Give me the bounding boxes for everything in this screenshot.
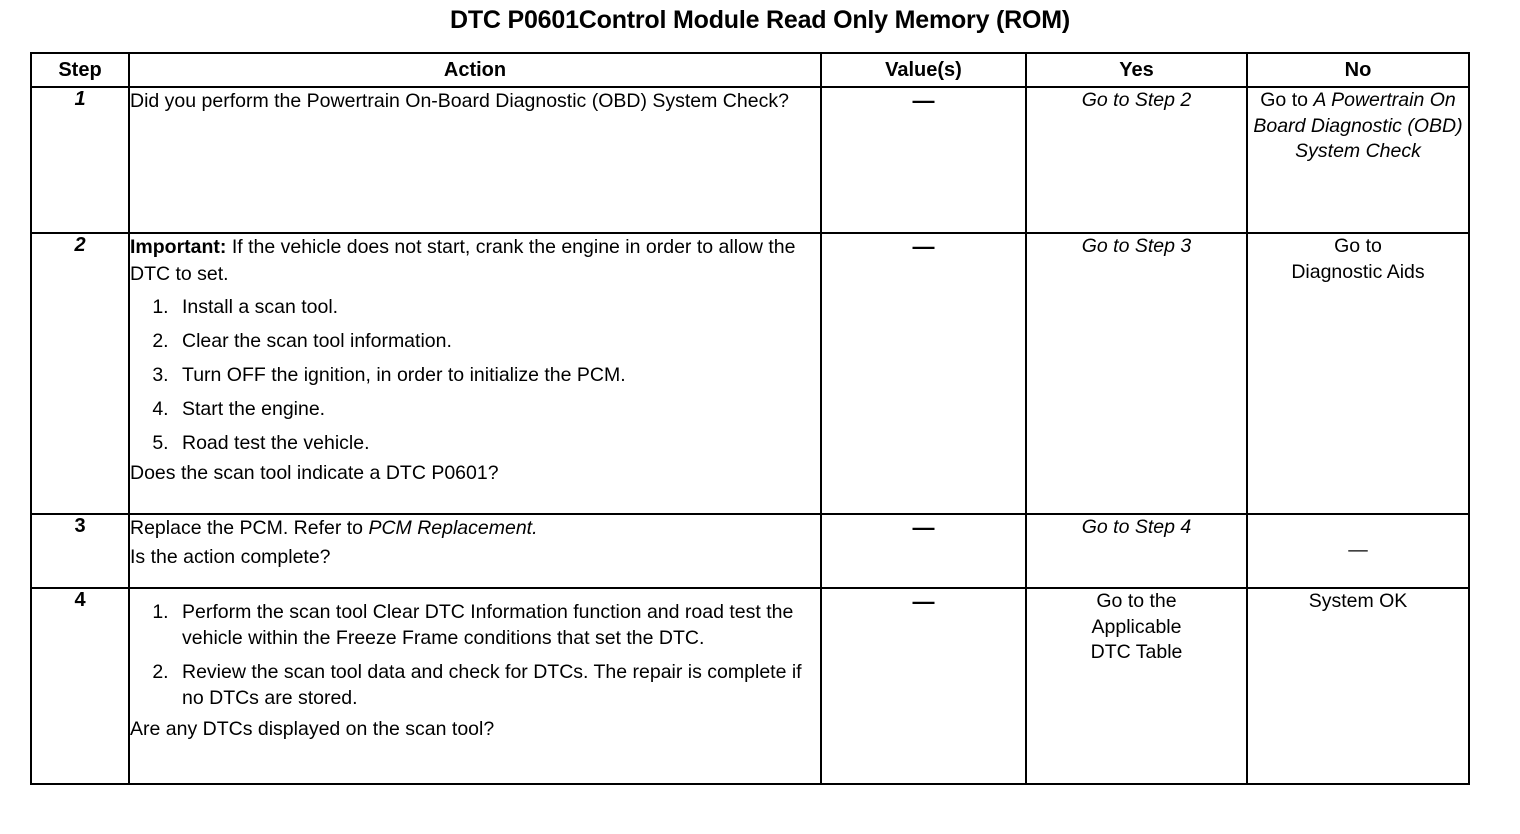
action-question: Did you perform the Powertrain On-Board …: [130, 90, 789, 112]
value-cell: —: [820, 587, 1027, 785]
no-branch-cell: Go to Diagnostic Aids: [1246, 232, 1470, 515]
no-branch-cell: Go to A Powertrain On Board Diagnostic (…: [1246, 86, 1470, 234]
list-item: Start the engine.: [174, 396, 820, 422]
step-number: 2: [30, 232, 130, 515]
action-reference: PCM Replacement.: [368, 517, 538, 539]
yes-branch-line-3: DTC Table: [1090, 641, 1183, 664]
action-instruction-plain: Replace the PCM. Refer to: [130, 517, 369, 539]
list-item: Clear the scan tool information.: [174, 328, 820, 354]
yes-branch-cell: Go to the Applicable DTC Table: [1025, 587, 1248, 785]
no-branch-reference: A Powertrain On Board Diagnostic (OBD) S…: [1253, 89, 1463, 163]
important-label: Important:: [130, 236, 227, 258]
column-header-action: Action: [128, 52, 822, 88]
diagnostic-table: Step Action Value(s) Yes No 1 Did you pe…: [30, 52, 1470, 785]
table-row: 2 Important: If the vehicle does not sta…: [30, 232, 1470, 515]
list-item: Review the scan tool data and check for …: [174, 659, 820, 711]
step-number: 1: [30, 86, 130, 234]
table-row: 4 Perform the scan tool Clear DTC Inform…: [30, 587, 1470, 785]
action-cell: Important: If the vehicle does not start…: [128, 232, 822, 515]
yes-branch-line-1: Go to the: [1096, 590, 1177, 612]
column-header-step: Step: [30, 52, 130, 88]
table-row: 1 Did you perform the Powertrain On-Boar…: [30, 86, 1470, 234]
yes-branch-line-2: Applicable: [1091, 615, 1182, 638]
action-step-list: Install a scan tool. Clear the scan tool…: [130, 294, 820, 457]
no-branch-line-2: Diagnostic Aids: [1291, 260, 1425, 283]
action-question: Are any DTCs displayed on the scan tool?: [130, 717, 495, 740]
yes-branch-text: Go to Step 3: [1081, 235, 1192, 257]
action-question: Does the scan tool indicate a DTC P0601?: [130, 462, 499, 485]
no-branch-text: System OK: [1308, 590, 1408, 612]
no-branch-text: —: [1348, 539, 1368, 562]
action-question: Is the action complete?: [130, 545, 331, 568]
action-cell: Did you perform the Powertrain On-Board …: [128, 86, 822, 234]
action-step-list: Perform the scan tool Clear DTC Informat…: [130, 599, 820, 712]
page-title: DTC P0601Control Module Read Only Memory…: [449, 6, 1071, 34]
action-cell: Perform the scan tool Clear DTC Informat…: [128, 587, 822, 785]
no-branch-line-1: Go to: [1334, 235, 1382, 257]
table-row: 3 Replace the PCM. Refer to PCM Replacem…: [30, 513, 1470, 589]
value-cell: —: [820, 513, 1027, 589]
important-note: Important: If the vehicle does not start…: [130, 234, 820, 288]
list-item: Perform the scan tool Clear DTC Informat…: [174, 599, 820, 651]
yes-branch-text: Go to Step 2: [1081, 89, 1192, 111]
list-item: Road test the vehicle.: [174, 430, 820, 456]
table-header-row: Step Action Value(s) Yes No: [30, 52, 1470, 88]
value-cell: —: [820, 232, 1027, 515]
no-branch-cell: System OK: [1246, 587, 1470, 785]
yes-branch-text: Go to Step 4: [1081, 516, 1192, 538]
value-cell: —: [820, 86, 1027, 234]
list-item: Install a scan tool.: [174, 294, 820, 320]
action-instruction: Replace the PCM. Refer to PCM Replacemen…: [130, 515, 820, 542]
step-number: 4: [30, 587, 130, 785]
yes-branch-cell: Go to Step 3: [1025, 232, 1248, 515]
important-text: If the vehicle does not start, crank the…: [130, 236, 796, 285]
column-header-values: Value(s): [820, 52, 1027, 88]
no-branch-prefix: Go to: [1260, 89, 1314, 111]
yes-branch-cell: Go to Step 4: [1025, 513, 1248, 589]
step-number: 3: [30, 513, 130, 589]
action-cell: Replace the PCM. Refer to PCM Replacemen…: [128, 513, 822, 589]
yes-branch-cell: Go to Step 2: [1025, 86, 1248, 234]
column-header-no: No: [1246, 52, 1470, 88]
list-item: Turn OFF the ignition, in order to initi…: [174, 362, 820, 388]
no-branch-cell: —: [1246, 513, 1470, 589]
column-header-yes: Yes: [1025, 52, 1248, 88]
